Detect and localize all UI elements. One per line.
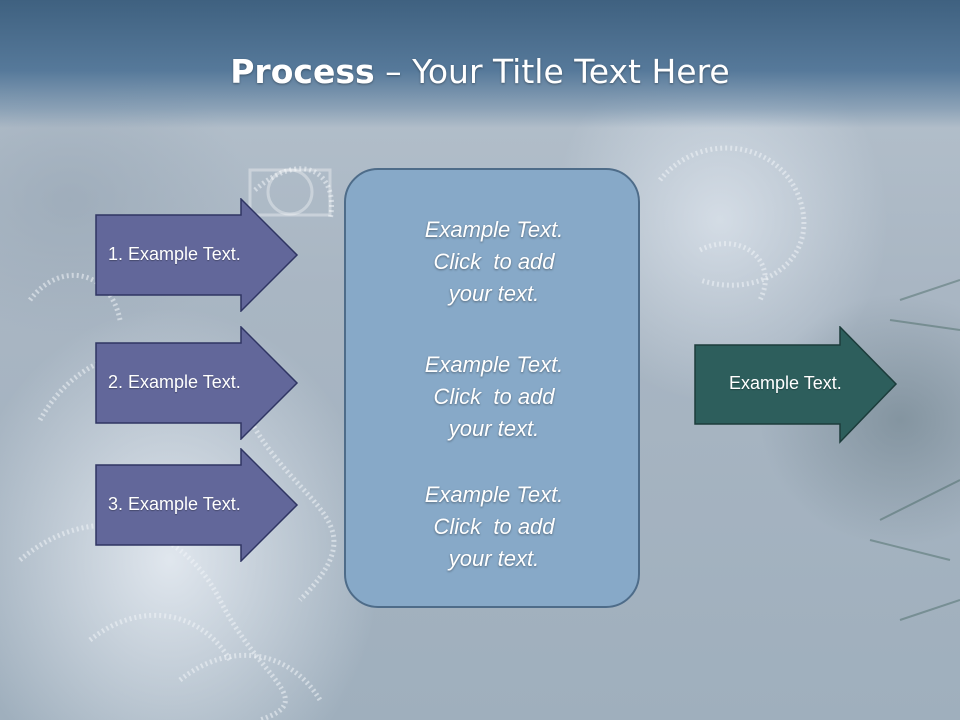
- block-3-line-2: Click to add: [433, 514, 555, 539]
- title-bar: [0, 0, 960, 128]
- center-text-block-3: Example Text. Click to add your text.: [346, 479, 642, 575]
- center-text-block-1: Example Text. Click to add your text.: [346, 214, 642, 310]
- arrow-shape: [694, 326, 898, 444]
- center-text-box[interactable]: Example Text. Click to add your text. Ex…: [344, 168, 640, 608]
- arrow-shape: [95, 448, 299, 562]
- block-1-line-3: your text.: [448, 281, 540, 306]
- block-2-line-1: Example Text.: [424, 352, 564, 377]
- right-arrow[interactable]: Example Text.: [694, 326, 898, 444]
- title-rest-part: – Your Title Text Here: [374, 52, 730, 91]
- block-3-line-3: your text.: [448, 546, 540, 571]
- block-1-line-1: Example Text.: [424, 217, 564, 242]
- left-arrow-2[interactable]: 2. Example Text.: [95, 326, 299, 440]
- title-bold-part: Process: [230, 52, 375, 91]
- arrow-shape: [95, 326, 299, 440]
- left-arrow-3-label: 3. Example Text.: [108, 494, 241, 514]
- left-arrow-1-label: 1. Example Text.: [108, 244, 241, 264]
- left-arrow-1[interactable]: 1. Example Text.: [95, 198, 299, 312]
- left-arrow-2-label: 2. Example Text.: [108, 372, 241, 392]
- right-arrow-label: Example Text.: [729, 373, 842, 393]
- block-1-line-2: Click to add: [433, 249, 555, 274]
- block-2-line-3: your text.: [448, 416, 540, 441]
- center-text-block-2: Example Text. Click to add your text.: [346, 349, 642, 445]
- left-arrow-3[interactable]: 3. Example Text.: [95, 448, 299, 562]
- slide-title[interactable]: Process – Your Title Text Here: [0, 52, 960, 91]
- arrow-shape: [95, 198, 299, 312]
- block-3-line-1: Example Text.: [424, 482, 564, 507]
- block-2-line-2: Click to add: [433, 384, 555, 409]
